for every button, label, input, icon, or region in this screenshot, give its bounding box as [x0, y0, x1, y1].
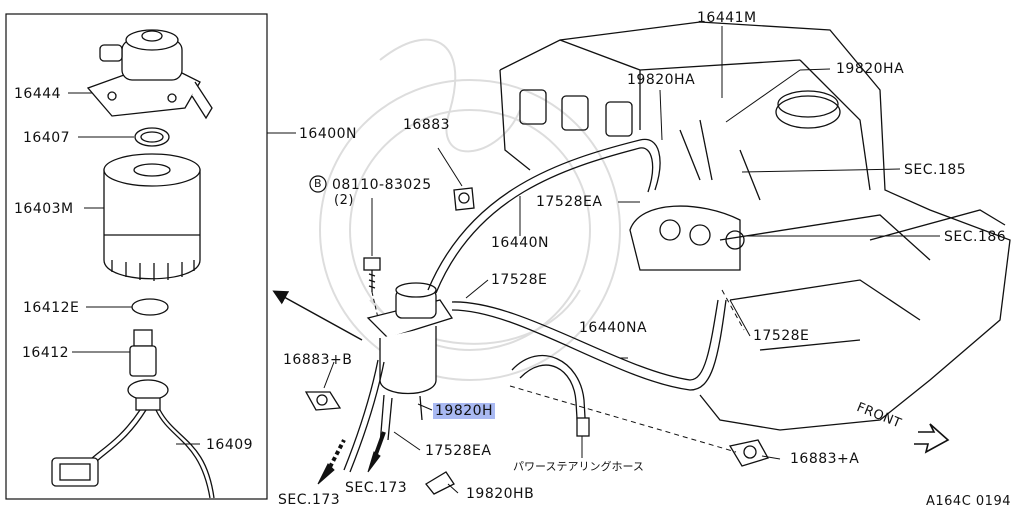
label-16409[interactable]: 16409 [206, 437, 254, 453]
power-steering-hose [511, 354, 590, 437]
label-16883-top[interactable]: 16883 [403, 117, 451, 133]
label-sec173-b[interactable]: SEC.173 [345, 480, 408, 496]
label-16440na[interactable]: 16440NA [579, 320, 648, 336]
engine-block [499, 21, 1011, 431]
harness-16409 [51, 409, 215, 499]
label-16440n[interactable]: 16440N [491, 235, 550, 251]
o-ring-16407 [134, 127, 170, 147]
label-19820hb[interactable]: 19820HB [466, 486, 535, 502]
label-bolt-code[interactable]: 08110-83025 [332, 177, 432, 193]
label-sec173-a[interactable]: SEC.173 [278, 492, 341, 508]
water-sensor [127, 329, 169, 411]
priming-pump [86, 29, 213, 120]
filter-assembly [366, 282, 454, 446]
label-16407[interactable]: 16407 [23, 130, 71, 146]
label-bolt-qty: (2) [334, 193, 354, 208]
label-19820h-highlighted[interactable]: 19820H [433, 403, 496, 419]
o-ring-16412e [131, 298, 169, 316]
label-sec186[interactable]: SEC.186 [944, 229, 1007, 245]
label-16403m[interactable]: 16403M [14, 201, 74, 217]
clamp-16883b [304, 391, 342, 411]
watermark [319, 38, 621, 381]
label-17528e-b[interactable]: 17528E [753, 328, 810, 344]
label-19820ha-b[interactable]: 19820HA [836, 61, 905, 77]
figure-code: A164C 0194 [926, 494, 1011, 509]
bolt-badge [309, 175, 327, 193]
label-17528ea-a[interactable]: 17528EA [536, 194, 603, 210]
label-16441m[interactable]: 16441M [697, 10, 757, 26]
label-16412e[interactable]: 16412E [23, 300, 80, 316]
label-power-steering-hose[interactable]: パワーステアリングホース [513, 460, 644, 473]
label-sec185[interactable]: SEC.185 [904, 162, 967, 178]
fuel-filter [103, 153, 201, 281]
dashed-guides [509, 289, 745, 453]
label-16412[interactable]: 16412 [22, 345, 70, 361]
label-17528e-a[interactable]: 17528E [491, 272, 548, 288]
assembly-box [5, 13, 268, 500]
label-16444[interactable]: 16444 [14, 86, 62, 102]
label-16883a[interactable]: 16883+A [790, 451, 860, 467]
hoses [343, 138, 727, 473]
assembly-arrow [272, 290, 363, 341]
clamp-16883-top [453, 187, 475, 211]
bolt-badge-text: B [314, 177, 323, 190]
label-16883b[interactable]: 16883+B [283, 352, 353, 368]
label-19820ha-a[interactable]: 19820HA [627, 72, 696, 88]
clip-19820hb [425, 471, 455, 495]
label-16400n[interactable]: 16400N [299, 126, 358, 142]
bolt [363, 257, 381, 292]
sec173-arrows [317, 431, 386, 485]
leaders [323, 26, 940, 494]
clamp-16883a [728, 439, 769, 467]
front-arrow [914, 423, 950, 454]
label-17528ea-b[interactable]: 17528EA [425, 443, 492, 459]
